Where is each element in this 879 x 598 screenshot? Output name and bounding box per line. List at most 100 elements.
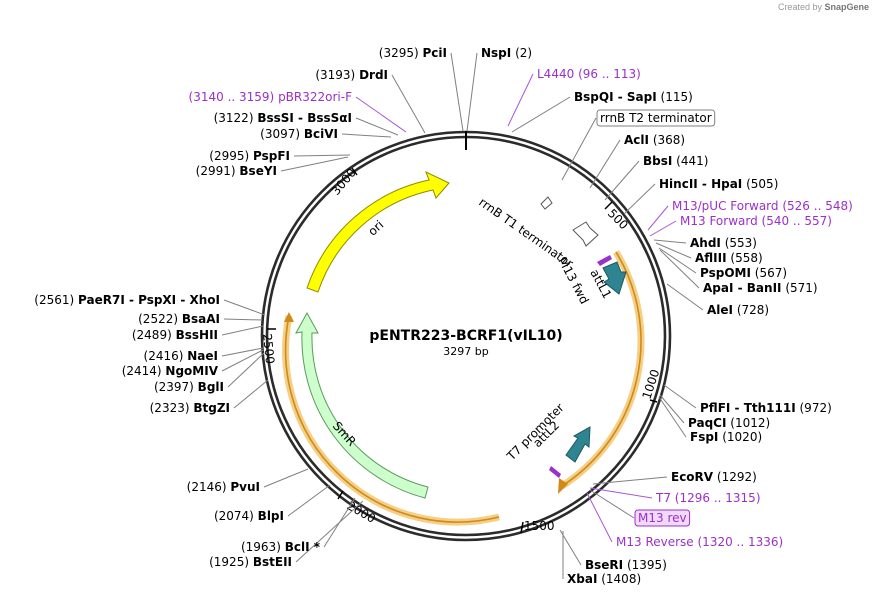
site-m13-puc-forward: M13/pUC Forward (526 .. 548) bbox=[672, 199, 853, 213]
leader-bsssi-bsss-i bbox=[355, 117, 399, 136]
site-labels: (3295) PciI NspI (2) (3193) DrdI L4440 (96 … bbox=[34, 46, 853, 586]
site-bsssi-bsss-i: (3122) BssSI - BssSαI bbox=[214, 111, 352, 125]
leader-pcii bbox=[450, 52, 464, 132]
scale-2500: 2500 bbox=[260, 333, 277, 365]
leader-paer7i-pspxi-xhoi bbox=[223, 299, 266, 316]
site-l4440: L4440 (96 .. 113) bbox=[537, 67, 641, 81]
site-bcli: (1963) BclI * bbox=[241, 540, 321, 554]
leader-paqci bbox=[659, 394, 685, 424]
scale-tick-2000 bbox=[337, 490, 344, 500]
leader-bsshii bbox=[221, 325, 264, 336]
scale-tick-1500 bbox=[520, 521, 524, 534]
ori-label: ori bbox=[365, 218, 386, 239]
leader-fspi bbox=[658, 396, 687, 438]
site-m13-forward: M13 Forward (540 .. 557) bbox=[680, 214, 832, 228]
site-drdi: (3193) DrdI bbox=[315, 68, 388, 82]
leader-bsteii bbox=[295, 500, 364, 563]
site-pspomi: PspOMI (567) bbox=[700, 266, 787, 280]
insert-arrowhead-right bbox=[558, 478, 568, 494]
scale-tick-1000 bbox=[649, 399, 658, 403]
site-btgzi: (2323) BtgZI bbox=[150, 401, 230, 415]
leader-drdi bbox=[391, 74, 426, 134]
site-pflfi-tth111i: PflFI - Tth111I (972) bbox=[700, 401, 832, 415]
box-m13-rev bbox=[634, 509, 691, 527]
leader-nspi bbox=[466, 52, 478, 132]
site-acli: AclI (368) bbox=[624, 133, 685, 147]
site-bseri: BseRI (1395) bbox=[585, 558, 667, 572]
site-bsteii: (1925) BstEII bbox=[209, 555, 292, 569]
site-bcivi: (3097) BciVI bbox=[260, 127, 338, 141]
leader-hincii-hpai bbox=[623, 183, 656, 215]
site-t7: T7 (1296 .. 1315) bbox=[655, 491, 761, 505]
leader-bbsi bbox=[604, 160, 640, 201]
leader-ahdi bbox=[653, 239, 687, 244]
leader-pvui bbox=[263, 468, 309, 488]
leader-ecorv bbox=[592, 476, 668, 485]
site-ecorv: EcoRV (1292) bbox=[671, 470, 757, 484]
box-rrnb-t2-terminator bbox=[596, 109, 716, 127]
leader-acli bbox=[589, 139, 621, 189]
site-pvui: (2146) PvuI bbox=[187, 480, 260, 494]
site-paer7i-pspxi-xhoi: (2561) PaeR7I - PspXI - XhoI bbox=[34, 293, 220, 307]
leader-alei bbox=[666, 283, 704, 311]
leader-lines bbox=[221, 52, 704, 579]
snapgene-credit: Created by SnapGene bbox=[778, 2, 869, 12]
leader-pflfi-tth111i bbox=[663, 384, 697, 409]
leader-bseyi bbox=[280, 156, 349, 172]
scale-tick-3000 bbox=[351, 167, 358, 176]
attl1-feature bbox=[602, 261, 627, 295]
leader-t7 bbox=[589, 487, 653, 499]
site-nspi: NspI (2) bbox=[481, 46, 532, 60]
ori-feature bbox=[306, 171, 450, 293]
leader-pbr322ori-f bbox=[355, 96, 407, 133]
leader-m13-rev bbox=[589, 489, 635, 519]
site-m13-rev: M13 rev bbox=[638, 511, 687, 525]
leader-bcivi bbox=[341, 133, 392, 138]
site-blpi: (2074) BlpI bbox=[214, 509, 284, 523]
site-ahdi: AhdI (553) bbox=[690, 236, 757, 250]
site-afliii: AflIII (558) bbox=[695, 251, 763, 265]
site-pbr322ori-f: (3140 .. 3159) pBR322ori-F bbox=[189, 90, 353, 104]
rrnb-t1-arrow bbox=[572, 221, 599, 247]
leader-naei bbox=[221, 347, 264, 357]
site-bbsi: BbsI (441) bbox=[643, 154, 708, 168]
leader-apai-banii bbox=[659, 249, 700, 289]
scale-tick-500 bbox=[604, 201, 613, 210]
insert-arrowhead-left bbox=[284, 312, 294, 322]
leader-ngomiv bbox=[221, 349, 264, 372]
snapgene-logo-text: SnapGene bbox=[824, 2, 869, 12]
site-pcii: (3295) PciI bbox=[379, 46, 447, 60]
site-alei: AleI (728) bbox=[707, 303, 769, 317]
t7-promoter-marker bbox=[549, 466, 561, 478]
leader-m13-reverse bbox=[586, 492, 613, 543]
leader-rrnb-t2-terminator bbox=[561, 117, 597, 181]
leader-btgzi bbox=[233, 379, 269, 409]
leader-m13-forward bbox=[649, 220, 677, 237]
leader-bsaai bbox=[223, 318, 263, 321]
site-m13-reverse: M13 Reverse (1320 .. 1336) bbox=[616, 535, 783, 549]
leader-bspqi-sapi bbox=[511, 96, 571, 133]
leader-bgli bbox=[227, 352, 265, 388]
site-bsaai: (2522) BsaAI bbox=[138, 312, 220, 326]
site-bspqi-sapi: BspQI - SapI (115) bbox=[574, 90, 693, 104]
leader-pspfi bbox=[293, 154, 351, 157]
leader-m13-puc-forward bbox=[647, 205, 669, 231]
site-hincii-hpai: HincII - HpaI (505) bbox=[659, 177, 778, 191]
site-fspi: FspI (1020) bbox=[690, 430, 762, 444]
site-bsshii: (2489) BssHII bbox=[132, 328, 218, 342]
leader-pspomi bbox=[658, 247, 697, 274]
site-bgli: (2397) BglI bbox=[154, 380, 224, 394]
site-rrnb-t2-terminator: rrnB T2 terminator bbox=[600, 111, 712, 125]
site-naei: (2416) NaeI bbox=[144, 349, 218, 363]
rrnb-t2-arrow bbox=[540, 196, 553, 210]
site-apai-banii: ApaI - BanII (571) bbox=[703, 281, 818, 295]
m13fwd-marker bbox=[597, 255, 612, 266]
insert-arc-right-line bbox=[561, 251, 642, 487]
site-xbai: XbaI (1408) bbox=[567, 572, 641, 586]
scale-1500: 1500 bbox=[524, 519, 555, 533]
leader-afliii bbox=[655, 242, 692, 259]
leader-blpi bbox=[287, 484, 331, 517]
leader-l4440 bbox=[507, 73, 534, 127]
site-pspfi: (2995) PspFI bbox=[209, 149, 290, 163]
